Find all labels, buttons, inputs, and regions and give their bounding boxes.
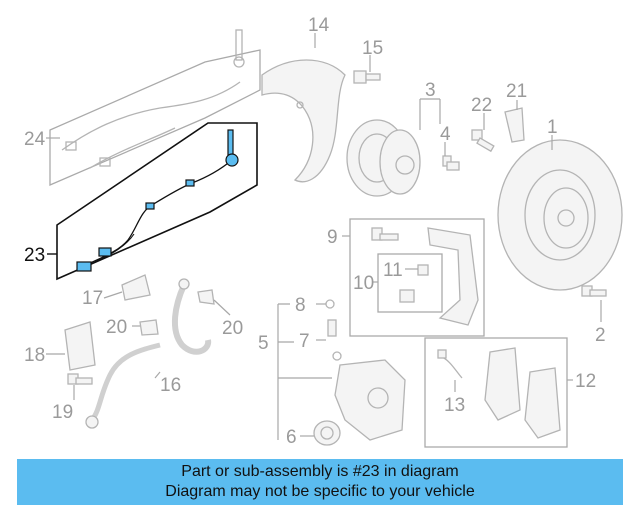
callout-13: 13 <box>444 395 465 416</box>
callout-10: 10 <box>353 273 374 294</box>
part-2-bolt <box>581 285 607 297</box>
callout-6: 6 <box>286 427 297 448</box>
callout-15: 15 <box>362 38 383 59</box>
part-1-brake-disc <box>497 139 623 291</box>
part-17-bracket <box>121 274 151 301</box>
callout-5: 5 <box>258 333 269 354</box>
callout-24: 24 <box>24 129 46 150</box>
part-19-bolt <box>67 373 93 385</box>
part-5-caliper-group <box>277 299 406 446</box>
callout-20-lower: 20 <box>222 318 243 339</box>
part-21-bracket <box>504 107 525 143</box>
callout-3: 3 <box>425 80 436 101</box>
part-4-bolt <box>442 155 460 171</box>
part-9-caliper-bracket-group <box>349 218 485 337</box>
callout-2: 2 <box>595 325 606 346</box>
callout-16: 16 <box>160 375 181 396</box>
part-22-bolt <box>471 129 495 153</box>
callout-23: 23 <box>24 245 45 266</box>
callout-12: 12 <box>575 371 596 392</box>
part-20-clips <box>139 289 215 336</box>
part-15-bolt <box>353 70 381 84</box>
callout-22: 22 <box>471 95 492 116</box>
callout-11: 11 <box>383 260 403 281</box>
part-14-splash-shield <box>261 59 346 183</box>
banner-line-1: Part or sub-assembly is #23 in diagram <box>181 463 459 480</box>
callout-14: 14 <box>308 15 330 36</box>
part-18-bracket <box>64 321 96 371</box>
callout-17: 17 <box>82 288 103 309</box>
part-23-wheel-speed-sensor <box>56 122 258 281</box>
callout-21: 21 <box>506 81 527 102</box>
callout-20-upper: 20 <box>106 317 127 338</box>
part-24-abs-sensor-panel <box>49 29 261 186</box>
callout-7: 7 <box>299 331 310 352</box>
callout-18: 18 <box>24 345 45 366</box>
info-banner: Part or sub-assembly is #23 in diagram D… <box>17 459 623 505</box>
part-12-brake-pad-kit <box>424 337 568 448</box>
part-13-wear-sensor <box>437 349 463 379</box>
part-16-brake-hose <box>85 278 212 429</box>
callout-1: 1 <box>547 117 558 138</box>
part-3-hub-bearing <box>346 119 421 197</box>
banner-line-2: Diagram may not be specific to your vehi… <box>165 483 475 500</box>
callout-4: 4 <box>440 124 451 145</box>
callout-19: 19 <box>52 402 73 423</box>
callout-8: 8 <box>295 295 306 316</box>
parts-diagram: 1 2 3 4 5 6 7 8 9 10 11 12 13 14 15 16 1… <box>24 15 623 448</box>
callout-9: 9 <box>327 227 338 248</box>
